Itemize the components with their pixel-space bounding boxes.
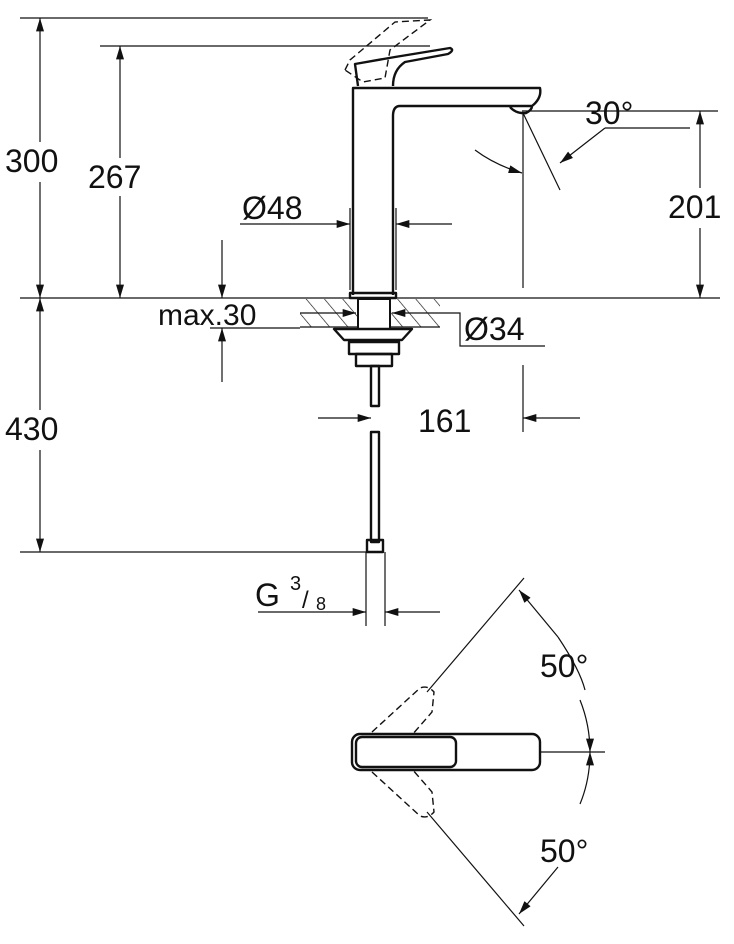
dimension-d48: Ø48 <box>240 190 452 290</box>
dimension-label: Ø48 <box>242 190 302 226</box>
dimension-label: 50° <box>540 648 588 684</box>
mounting-assembly <box>300 298 440 626</box>
dimension-label: 201 <box>668 189 721 225</box>
lever-top-view: 50° 50° <box>350 577 605 927</box>
dimension-label: Ø34 <box>464 311 524 347</box>
thread-denominator: 8 <box>316 594 326 614</box>
dimension-label: max.30 <box>158 299 256 332</box>
dimension-430: 430 <box>0 298 76 553</box>
dimension-thread: G 3 / 8 <box>255 573 440 616</box>
thread-slash: / <box>302 587 309 614</box>
dimension-label: 30° <box>585 95 633 131</box>
dimension-201: 201 <box>664 111 734 298</box>
faucet-body <box>344 19 542 300</box>
dimension-label: 300 <box>5 143 58 179</box>
dimension-label: 50° <box>540 833 588 869</box>
dimension-300: 300 <box>0 17 80 298</box>
dimension-d34: Ø34 <box>392 309 545 347</box>
dimension-267: 267 <box>84 46 160 298</box>
dimension-label: 161 <box>418 403 471 439</box>
thread-numerator: 3 <box>290 573 301 595</box>
dimension-label: 267 <box>88 159 141 195</box>
dimension-max30: max.30 <box>158 240 356 382</box>
dimension-label: 430 <box>5 411 58 447</box>
dimension-spray-angle: 30° <box>474 95 690 288</box>
dimension-label: G <box>255 577 280 613</box>
dimension-161: 161 <box>318 365 580 439</box>
